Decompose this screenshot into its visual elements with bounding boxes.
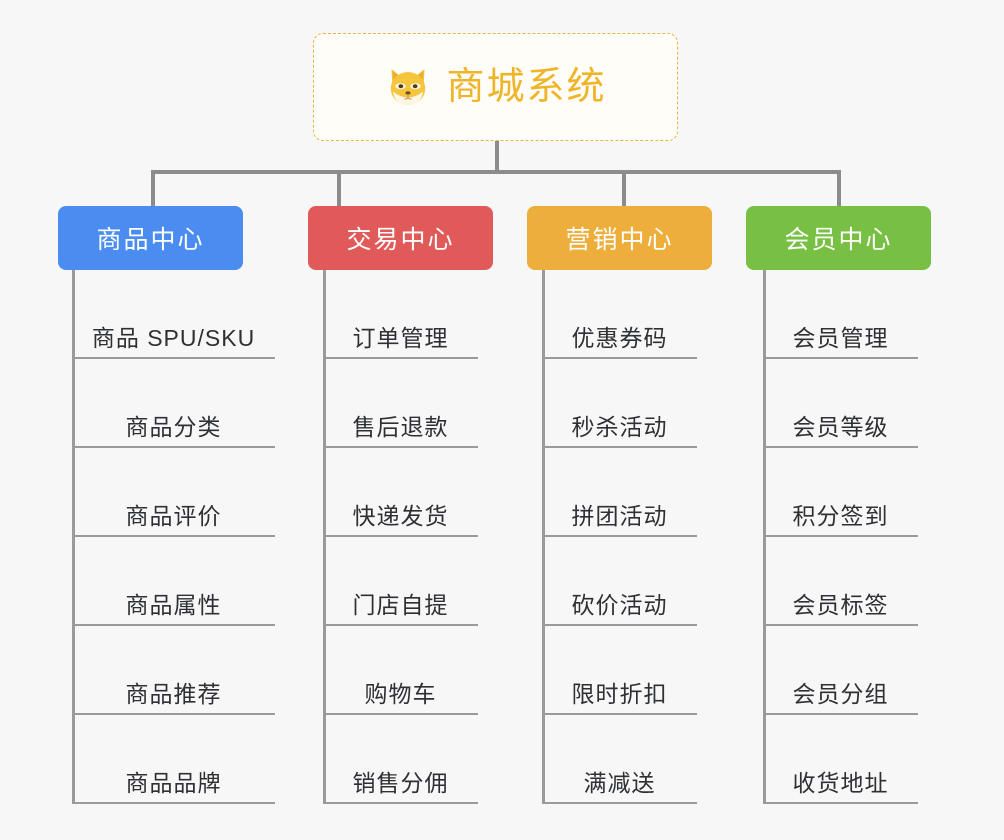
leaf-item-label: 商品 SPU/SKU [91,324,256,351]
category-box-2[interactable]: 交易中心 [308,206,493,270]
leaf-item[interactable]: 优惠券码 [542,270,697,359]
leaf-item-label: 会员管理 [792,324,889,351]
leaf-item[interactable]: 秒杀活动 [542,359,697,448]
connector-trunk-2 [323,270,326,804]
leaf-item[interactable]: 快递发货 [323,448,478,537]
leaf-item-label: 售后退款 [352,413,449,440]
leaf-item-label: 快递发货 [352,502,449,529]
root-node-mall-system[interactable]: 商城系统 [313,33,678,141]
shiba-dog-icon [384,63,432,111]
category-box-4[interactable]: 会员中心 [746,206,931,270]
leaf-item[interactable]: 商品品牌 [72,715,275,804]
leaf-item-label: 拼团活动 [571,502,668,529]
leaf-item-label: 优惠券码 [571,324,668,351]
leaf-item[interactable]: 砍价活动 [542,537,697,626]
connector-drop-1 [151,170,155,206]
leaf-column-3: 优惠券码秒杀活动拼团活动砍价活动限时折扣满减送 [542,270,697,804]
leaf-item[interactable]: 销售分佣 [323,715,478,804]
leaf-item[interactable]: 商品属性 [72,537,275,626]
leaf-item[interactable]: 收货地址 [763,715,918,804]
leaf-item[interactable]: 满减送 [542,715,697,804]
connector-drop-4 [837,170,841,206]
category-label: 商品中心 [96,226,205,254]
leaf-item[interactable]: 积分签到 [763,448,918,537]
leaf-item[interactable]: 限时折扣 [542,626,697,715]
category-label: 营销中心 [565,226,674,254]
leaf-column-2: 订单管理售后退款快递发货门店自提购物车销售分佣 [323,270,478,804]
leaf-item-label: 购物车 [364,680,437,707]
category-label: 交易中心 [346,226,455,254]
leaf-item[interactable]: 会员管理 [763,270,918,359]
leaf-item-label: 会员分组 [792,680,889,707]
leaf-column-1: 商品 SPU/SKU 商品分类商品评价商品属性商品推荐商品品牌 [72,270,275,804]
category-box-3[interactable]: 营销中心 [527,206,712,270]
leaf-item[interactable]: 拼团活动 [542,448,697,537]
leaf-item-label: 商品评价 [125,502,222,529]
leaf-item-label: 满减送 [583,769,656,796]
leaf-item[interactable]: 会员标签 [763,537,918,626]
leaf-item-label: 限时折扣 [571,680,668,707]
category-label: 会员中心 [784,226,893,254]
leaf-item[interactable]: 订单管理 [323,270,478,359]
leaf-column-4: 会员管理会员等级积分签到会员标签会员分组收货地址 [763,270,918,804]
connector-drop-2 [337,170,341,206]
connector-trunk-4 [763,270,766,804]
connector-trunk-3 [542,270,545,804]
connector-trunk-1 [72,270,75,804]
leaf-item-label: 积分签到 [792,502,889,529]
connector-root-stem [495,141,499,174]
leaf-item-label: 商品推荐 [125,680,222,707]
leaf-item-label: 销售分佣 [352,769,449,796]
leaf-item[interactable]: 购物车 [323,626,478,715]
leaf-item-label: 会员等级 [792,413,889,440]
leaf-item[interactable]: 会员等级 [763,359,918,448]
leaf-item-label: 门店自提 [352,591,449,618]
leaf-item-label: 商品属性 [125,591,222,618]
leaf-item[interactable]: 商品分类 [72,359,275,448]
leaf-item-label: 商品品牌 [125,769,222,796]
leaf-item-label: 秒杀活动 [571,413,668,440]
leaf-item-label: 订单管理 [352,324,449,351]
leaf-item-label: 收货地址 [792,769,889,796]
leaf-item-label: 会员标签 [792,591,889,618]
category-box-1[interactable]: 商品中心 [58,206,243,270]
leaf-item[interactable]: 商品评价 [72,448,275,537]
leaf-item[interactable]: 门店自提 [323,537,478,626]
leaf-item[interactable]: 售后退款 [323,359,478,448]
leaf-item[interactable]: 会员分组 [763,626,918,715]
connector-drop-3 [622,170,626,206]
leaf-item[interactable]: 商品 SPU/SKU [72,270,275,359]
leaf-item[interactable]: 商品推荐 [72,626,275,715]
connector-horizontal-bus [151,170,839,174]
leaf-item-label: 商品分类 [125,413,222,440]
root-node-label: 商城系统 [446,66,607,108]
leaf-item-label: 砍价活动 [571,591,668,618]
